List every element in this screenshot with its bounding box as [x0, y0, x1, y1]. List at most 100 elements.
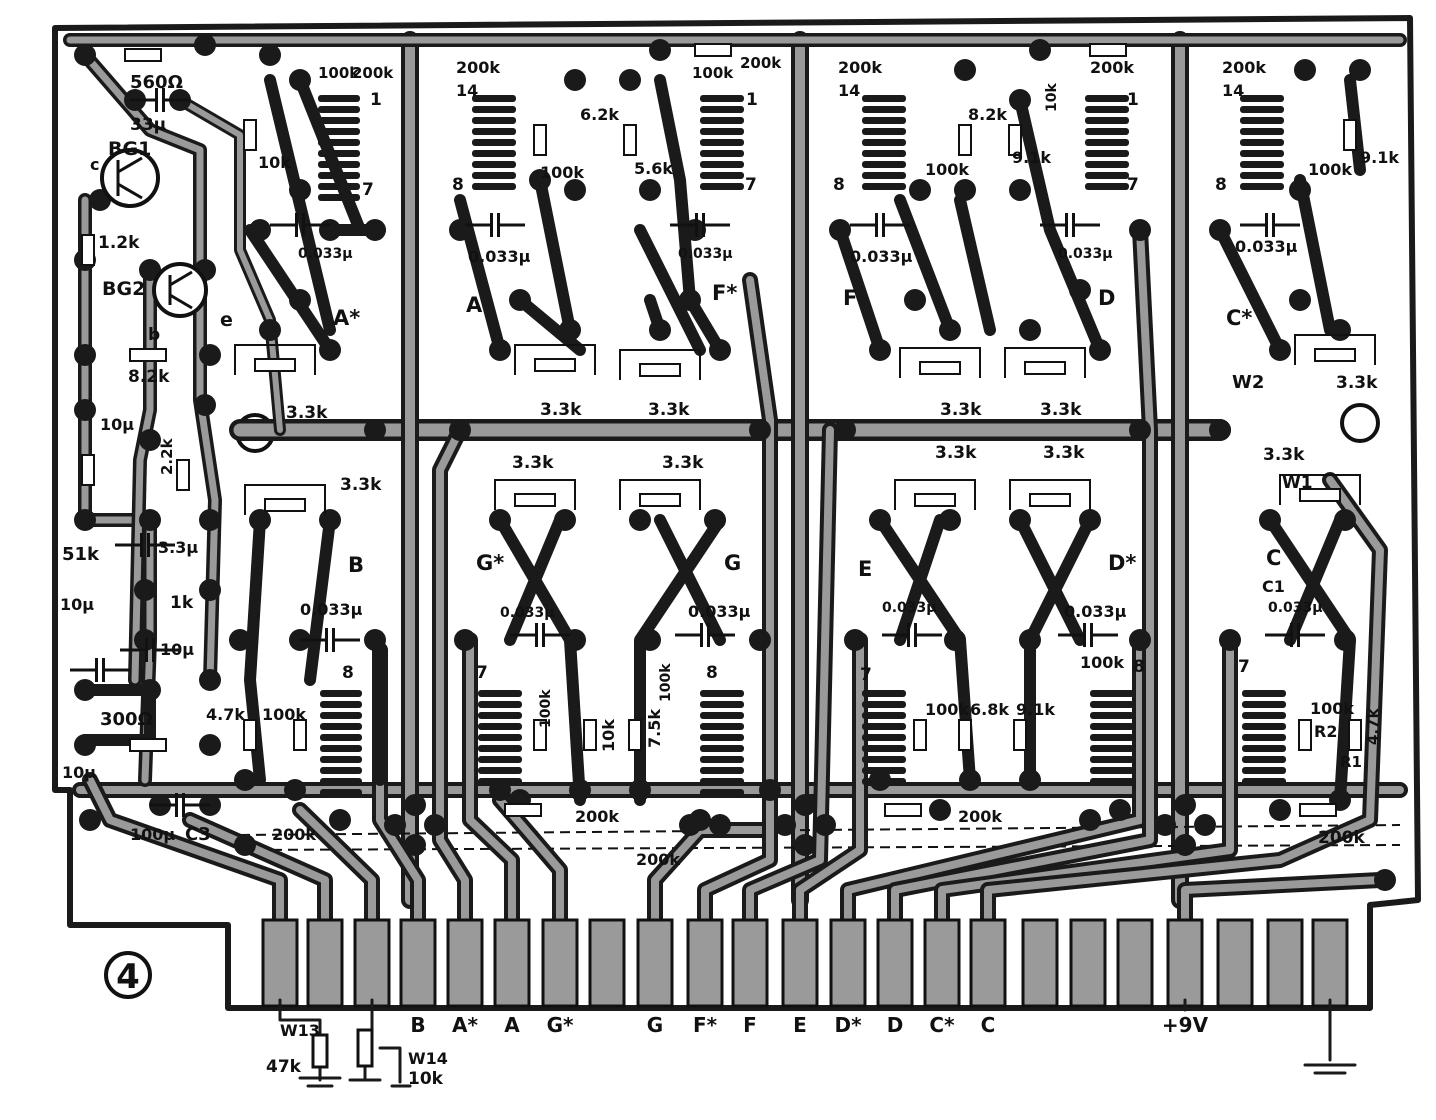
- coil-winding: [700, 734, 744, 741]
- capacitor-plate: [542, 623, 545, 647]
- solder-pad: [329, 809, 351, 831]
- coil-winding: [862, 106, 906, 113]
- capacitor-label: 0.033μ: [850, 247, 913, 266]
- capacitor-plate: [182, 793, 185, 817]
- coil-winding: [1090, 690, 1134, 697]
- capacitor-plate: [497, 213, 500, 237]
- solder-pad: [74, 509, 96, 531]
- trimmer-body: [254, 358, 296, 372]
- resistor-body: [533, 124, 547, 156]
- resistor-label: 100k: [262, 705, 306, 724]
- solder-pad: [384, 814, 406, 836]
- solder-pad: [139, 259, 161, 281]
- solder-pad: [709, 814, 731, 836]
- solder-pad: [844, 629, 866, 651]
- capacitor-plate: [102, 658, 105, 682]
- edge-label-a: A: [504, 1013, 520, 1037]
- solder-pad: [449, 219, 471, 241]
- capacitor-plate: [490, 213, 493, 237]
- note-label: C*: [1226, 306, 1252, 330]
- connector-finger: [1069, 918, 1107, 1008]
- resistor-r1: R1: [1340, 753, 1362, 771]
- coil-winding: [478, 723, 522, 730]
- top-label: 200k: [456, 58, 500, 77]
- connector-finger: [829, 918, 867, 1008]
- coil-pin-number: 7: [476, 663, 488, 683]
- coil-winding: [472, 183, 516, 190]
- solder-pad: [794, 834, 816, 856]
- amp-label-r1_2k: 1.2k: [98, 233, 140, 253]
- amp-label-r8_2k: 8.2k: [128, 367, 170, 387]
- coil-pin-number: 8: [833, 175, 845, 195]
- resistor-body: [1299, 803, 1337, 817]
- coil-pin-number: 7: [1238, 657, 1250, 677]
- solder-pad: [259, 319, 281, 341]
- coil-winding: [478, 756, 522, 763]
- coil-winding: [472, 106, 516, 113]
- coil-winding: [1090, 712, 1134, 719]
- solder-pad: [404, 834, 426, 856]
- coil-winding: [1240, 161, 1284, 168]
- trimmer-leads: [494, 479, 576, 510]
- coil-winding: [1240, 106, 1284, 113]
- capacitor-plate: [1083, 623, 1086, 647]
- resistor-body: [81, 234, 95, 266]
- trimmer-label: 3.3k: [340, 475, 382, 495]
- connector-finger: [446, 918, 484, 1008]
- solder-pad: [629, 779, 651, 801]
- resistor-body: [583, 719, 597, 751]
- note-label: E: [858, 557, 872, 581]
- coil-winding: [478, 701, 522, 708]
- resistor-body: [628, 719, 642, 751]
- coil-winding: [700, 712, 744, 719]
- solder-pad: [1009, 89, 1031, 111]
- resistor-label: 8.2k: [968, 105, 1007, 124]
- note-label: G: [724, 551, 741, 575]
- coil-winding: [1090, 723, 1134, 730]
- capacitor-plate: [702, 213, 705, 237]
- solder-pad: [1129, 629, 1151, 651]
- solder-pad: [1349, 59, 1371, 81]
- edge-label-a-sharp: A*: [452, 1013, 478, 1037]
- edge-label-b: B: [410, 1013, 425, 1037]
- solder-pad: [194, 34, 216, 56]
- capacitor-plate: [95, 658, 98, 682]
- solder-pad: [939, 319, 961, 341]
- solder-pad: [529, 169, 551, 191]
- solder-pad: [1019, 769, 1041, 791]
- solder-pad: [1089, 339, 1111, 361]
- trimmer-leads: [234, 344, 316, 375]
- solder-pad: [1269, 339, 1291, 361]
- capacitor-plate: [332, 628, 335, 652]
- trimmer-label: 3.3k: [1336, 373, 1378, 393]
- amp-label-c3_3: 3.3μ: [158, 538, 198, 557]
- capacitor-plate: [325, 628, 328, 652]
- solder-pad: [194, 394, 216, 416]
- resistor-label: 6.2k: [580, 105, 619, 124]
- top-label: 200k: [1090, 58, 1134, 77]
- resistor-body: [884, 803, 922, 817]
- solder-pad: [509, 289, 531, 311]
- solder-pad: [489, 339, 511, 361]
- solder-pad: [1009, 509, 1031, 531]
- coil-winding: [862, 172, 906, 179]
- trimmer-body: [1299, 488, 1341, 502]
- coil-winding: [862, 139, 906, 146]
- top-label: 100k: [318, 64, 360, 82]
- capacitor-label: 0.033μ: [678, 246, 733, 262]
- solder-pad: [319, 339, 341, 361]
- note-label: B: [348, 553, 364, 577]
- solder-pad: [619, 69, 641, 91]
- bottom-resistor-label: 200k: [636, 850, 680, 869]
- coil-winding: [700, 767, 744, 774]
- resistor-body: [124, 48, 162, 62]
- solder-pad: [1129, 219, 1151, 241]
- trimmer-body: [264, 498, 306, 512]
- coil-winding: [478, 778, 522, 785]
- coil-winding: [700, 106, 744, 113]
- amp-label-b: b: [148, 325, 160, 345]
- trimmer-label: 3.3k: [286, 403, 328, 423]
- solder-pad: [1269, 799, 1291, 821]
- solder-pad: [289, 69, 311, 91]
- coil-winding: [478, 712, 522, 719]
